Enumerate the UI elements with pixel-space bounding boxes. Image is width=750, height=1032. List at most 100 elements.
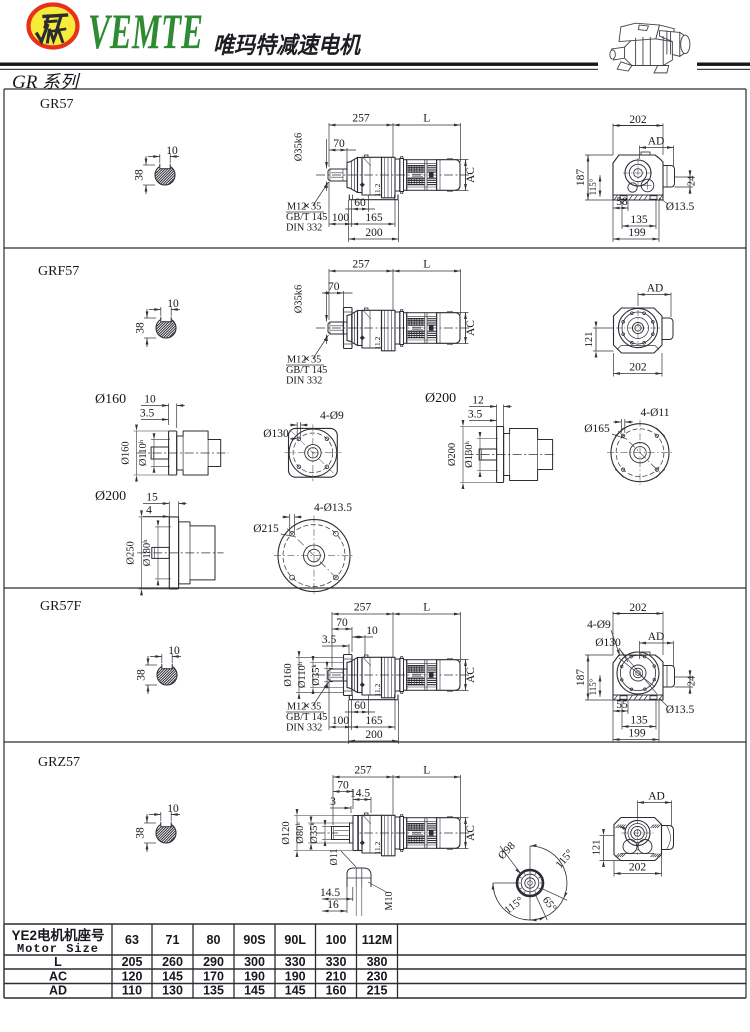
svg-text:115°: 115° [502, 895, 526, 917]
svg-text:257: 257 [352, 259, 370, 271]
svg-text:Ø98: Ø98 [496, 840, 518, 862]
svg-text:×: × [303, 199, 310, 213]
svg-text:80: 80 [207, 933, 221, 947]
svg-text:10: 10 [167, 298, 179, 310]
svg-text:12: 12 [472, 395, 484, 407]
svg-text:16: 16 [327, 899, 339, 911]
svg-text:330: 330 [285, 955, 306, 969]
svg-text:58: 58 [616, 196, 628, 208]
svg-text:202: 202 [629, 602, 647, 614]
svg-text:DIN 332: DIN 332 [286, 723, 322, 734]
svg-text:38: 38 [136, 669, 148, 681]
svg-text:AD: AD [49, 984, 67, 998]
svg-text:Ø80ʰ: Ø80ʰ [295, 822, 306, 844]
svg-text:71: 71 [166, 933, 180, 947]
svg-text:3.5: 3.5 [140, 408, 155, 420]
svg-text:Ø110ʰ: Ø110ʰ [138, 439, 149, 466]
svg-text:AC: AC [465, 167, 477, 183]
svg-text:×: × [303, 699, 310, 713]
svg-text:14.5: 14.5 [350, 788, 370, 800]
svg-text:60: 60 [354, 700, 366, 712]
svg-text:4-Ø9: 4-Ø9 [587, 619, 611, 631]
svg-text:M12: M12 [287, 702, 306, 713]
svg-text:AC: AC [465, 320, 477, 336]
svg-text:90L: 90L [284, 933, 306, 947]
svg-text:10: 10 [168, 645, 180, 657]
svg-text:Ø13.5: Ø13.5 [666, 201, 695, 213]
svg-text:70: 70 [333, 138, 345, 150]
svg-text:112M: 112M [362, 933, 393, 947]
svg-text:3: 3 [330, 796, 336, 808]
svg-text:10: 10 [144, 394, 156, 406]
svg-text:90S: 90S [243, 933, 265, 947]
svg-text:110: 110 [122, 984, 142, 998]
svg-text:GB/T 145: GB/T 145 [286, 712, 327, 723]
svg-text:VEMTE: VEMTE [88, 3, 203, 59]
svg-text:Ø160: Ø160 [95, 392, 126, 407]
svg-text:Ø35ᵏ: Ø35ᵏ [311, 664, 322, 686]
svg-text:199: 199 [628, 728, 646, 740]
svg-text:10: 10 [366, 625, 378, 637]
svg-text:×: × [303, 352, 310, 366]
svg-text:10: 10 [166, 145, 178, 157]
svg-text:GRF57: GRF57 [38, 264, 79, 279]
svg-text:200: 200 [365, 729, 383, 741]
svg-text:Ø35k6: Ø35k6 [294, 133, 305, 162]
svg-text:AD: AD [647, 283, 664, 295]
svg-text:24: 24 [687, 175, 698, 186]
svg-text:202: 202 [629, 862, 647, 874]
svg-text:330: 330 [326, 955, 347, 969]
svg-text:Ø200: Ø200 [95, 489, 126, 504]
svg-text:L: L [423, 113, 430, 125]
svg-text:4: 4 [146, 505, 152, 517]
svg-text:115°: 115° [554, 847, 576, 870]
svg-text:L: L [423, 602, 430, 614]
svg-text:257: 257 [352, 113, 370, 125]
svg-text:24: 24 [687, 675, 698, 686]
svg-text:130: 130 [162, 984, 183, 998]
svg-text:GB/T 145: GB/T 145 [286, 212, 327, 223]
svg-text:Ø200: Ø200 [447, 443, 458, 466]
svg-text:202: 202 [629, 362, 647, 374]
svg-text:GR57: GR57 [40, 97, 73, 112]
svg-text:10: 10 [167, 803, 179, 815]
svg-text:121: 121 [584, 332, 595, 348]
svg-text:Ø130ʰ: Ø130ʰ [464, 441, 475, 468]
svg-text:GRZ57: GRZ57 [38, 755, 80, 770]
svg-text:100: 100 [332, 212, 350, 224]
svg-text:Ø11: Ø11 [329, 849, 340, 866]
svg-text:100: 100 [326, 933, 347, 947]
svg-text:202: 202 [629, 114, 647, 126]
svg-text:Ø160: Ø160 [283, 663, 294, 686]
svg-text:M12: M12 [287, 355, 306, 366]
svg-text:135: 135 [630, 214, 648, 226]
svg-text:唯玛特减速电机: 唯玛特减速电机 [213, 32, 362, 58]
svg-text:210: 210 [326, 970, 347, 984]
svg-text:Motor Size: Motor Size [17, 942, 99, 956]
svg-text:4-Ø9: 4-Ø9 [320, 410, 344, 422]
svg-text:Ø110ʰ: Ø110ʰ [297, 661, 308, 688]
svg-text:145: 145 [244, 984, 265, 998]
svg-text:70: 70 [336, 617, 348, 629]
svg-text:Ø130: Ø130 [595, 637, 621, 649]
svg-text:135: 135 [203, 984, 224, 998]
svg-text:AC: AC [465, 667, 477, 683]
svg-text:YE2电机机座号: YE2电机机座号 [11, 927, 104, 943]
svg-text:115°: 115° [588, 678, 598, 695]
svg-text:GR: GR [12, 72, 38, 93]
svg-text:AC: AC [49, 970, 67, 984]
svg-text:35: 35 [311, 702, 321, 713]
svg-text:165: 165 [365, 715, 383, 727]
svg-text:70: 70 [328, 281, 340, 293]
svg-text:M12: M12 [287, 202, 306, 213]
svg-text:145: 145 [162, 970, 183, 984]
svg-text:Ø215: Ø215 [253, 523, 279, 535]
svg-text:Ø35k6: Ø35k6 [294, 285, 305, 314]
svg-text:145: 145 [285, 984, 306, 998]
svg-text:AD: AD [648, 631, 665, 643]
svg-text:GR57F: GR57F [40, 599, 81, 614]
svg-text:380: 380 [367, 955, 388, 969]
svg-text:L: L [54, 955, 62, 969]
svg-text:DIN 332: DIN 332 [286, 223, 322, 234]
svg-text:系列: 系列 [42, 72, 81, 92]
